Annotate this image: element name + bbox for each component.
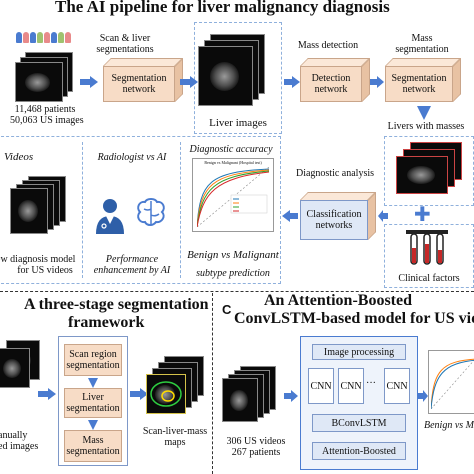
arrow-right-icon xyxy=(130,388,148,400)
section-divider-horizontal xyxy=(0,291,474,292)
arrow-right-icon xyxy=(284,390,298,402)
brain-icon xyxy=(137,198,165,226)
image-processing-box: Image processing xyxy=(312,344,406,360)
arrow-right-icon xyxy=(180,76,198,88)
video-frame xyxy=(222,378,258,422)
map-image xyxy=(146,374,186,414)
cnn-box-3: CNN xyxy=(384,368,410,404)
scan-liver-label-2: segmentations xyxy=(96,44,154,55)
arrow-right-icon xyxy=(284,76,300,88)
arrow-down-icon xyxy=(417,106,431,120)
patients-count: 11,468 patients xyxy=(14,104,76,115)
bconvlstm-box: BConvLSTM xyxy=(312,414,406,432)
section-c-title: An Attention-Boosted xyxy=(264,292,413,309)
manual-images-label: anually xyxy=(0,430,28,441)
clinical-factors-label: Clinical factors xyxy=(398,273,460,284)
videos-label: Videos xyxy=(4,151,34,163)
diagnostic-accuracy-label: Diagnostic accuracy xyxy=(189,144,273,155)
doctor-icon xyxy=(96,199,124,234)
arrow-down-icon xyxy=(88,378,98,388)
stage-3-label: Mass segmentation xyxy=(64,430,122,462)
cnn-ellipsis: ··· xyxy=(366,378,376,389)
radiologist-vs-ai-label: Radiologist vs AI xyxy=(97,152,167,163)
test-tubes-icon xyxy=(406,230,448,265)
liver-image xyxy=(198,46,253,106)
main-title: The AI pipeline for liver malignancy dia… xyxy=(55,0,390,16)
scan-liver-label: Scan & liver xyxy=(99,33,151,44)
cnn-box-1: CNN xyxy=(308,368,334,404)
arrow-down-icon xyxy=(88,420,98,430)
benign-vs-malignant-label-2: Benign vs Mali xyxy=(424,420,474,431)
images-count: 50,063 US images xyxy=(10,115,84,126)
benign-vs-malignant-label: Benign vs Malignant xyxy=(187,249,279,261)
liver-images-label: Liver images xyxy=(209,117,267,129)
us-image xyxy=(15,62,63,102)
outputs-divider xyxy=(82,142,83,278)
section-b-title-2: framework xyxy=(68,314,145,331)
attention-boosted-box: Attention-Boosted xyxy=(312,442,406,460)
section-c-title-2: ConvLSTM-based model for US vide xyxy=(234,310,474,327)
arrow-left-icon xyxy=(282,210,298,222)
liver-images-frame xyxy=(194,22,282,134)
new-model-label: ew diagnosis model xyxy=(0,254,76,265)
classification-networks-label: Classification networks xyxy=(300,200,368,240)
new-model-label-2: for US videos xyxy=(17,265,73,276)
diagnostic-analysis-label: Diagnostic analysis xyxy=(295,168,375,179)
maps-label: Scan-liver-mass xyxy=(142,426,208,437)
roc-curves xyxy=(197,167,269,227)
roc-chart: Benign vs Malignant (Hospital test) xyxy=(192,158,274,232)
arrow-right-icon xyxy=(80,76,98,88)
video-frame xyxy=(10,188,48,234)
arrow-right-icon xyxy=(370,76,384,88)
performance-label-2: enhancement by AI xyxy=(93,265,171,276)
arrow-left-icon xyxy=(378,210,388,222)
mask-overlay xyxy=(150,381,182,407)
segmentation-network-label: Segmentation network xyxy=(103,66,175,102)
manual-images-label-2: ed images xyxy=(0,441,39,452)
section-b-title: A three-stage segmentation xyxy=(24,296,209,313)
liver-mass-image xyxy=(396,156,448,194)
mass-segmentation-label: Mass xyxy=(411,33,433,44)
livers-with-masses-label: Livers with masses xyxy=(387,121,465,132)
segmentation-network-2-label: Segmentation network xyxy=(385,66,453,102)
stage-2-label: Liver segmentation xyxy=(64,388,122,418)
roc-curves-2 xyxy=(431,358,474,409)
arrow-right-icon xyxy=(38,388,56,400)
outputs-divider xyxy=(180,142,181,278)
section-c-letter: C xyxy=(222,302,232,317)
roc-chart-2 xyxy=(428,350,474,414)
patients-count-2: 267 patients xyxy=(231,447,281,458)
subtype-label: subtype prediction xyxy=(196,268,270,279)
outputs-frame xyxy=(0,136,281,284)
arrow-right-icon xyxy=(418,390,428,402)
mass-detection-label: Mass detection xyxy=(297,40,359,51)
maps-label-2: maps xyxy=(164,437,186,448)
mass-segmentation-label-2: segmentation xyxy=(395,44,449,55)
patients-people-icon xyxy=(16,30,72,48)
performance-label: Performance xyxy=(105,254,159,265)
stages-frame xyxy=(58,336,128,466)
section-divider-vertical xyxy=(212,293,213,474)
detection-network-label: Detection network xyxy=(300,66,362,102)
videos-count: 306 US videos xyxy=(226,436,286,447)
roc-title: Benign vs Malignant (Hospital test) xyxy=(204,160,262,165)
manual-image xyxy=(0,348,30,388)
stage-1-label: Scan region segmentation xyxy=(64,344,122,376)
plus-icon: ✚ xyxy=(414,202,431,226)
cnn-box-2: CNN xyxy=(338,368,364,404)
